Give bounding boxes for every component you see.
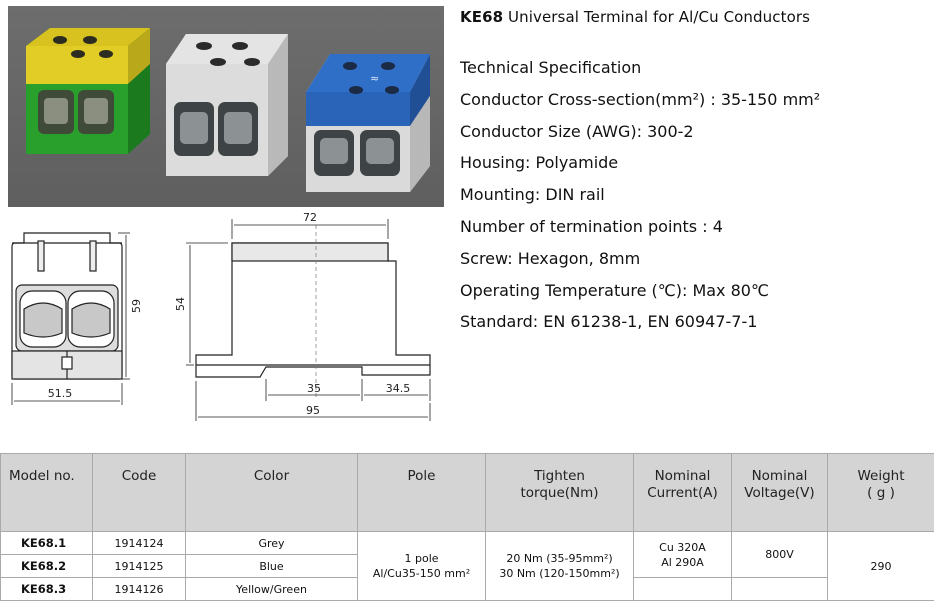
spec-line: Conductor Cross-section(mm²) : 35-150 mm… [460,84,930,116]
cell-code: 1914125 [93,555,186,578]
col-header-pole: Pole [358,454,486,532]
col-header-voltage-line1: Nominal [752,468,808,484]
blue-cap-symbol: ≈ [370,72,379,85]
side-view [196,243,430,377]
spec-line: Standard: EN 61238-1, EN 60947-7-1 [460,306,930,338]
col-header-torque-line2: torque(Nm) [520,485,598,501]
spec-line: Screw: Hexagon, 8mm [460,243,930,275]
col-header-code: Code [93,454,186,532]
cell-model: KE68.1 [1,532,93,555]
spec-line: Mounting: DIN rail [460,179,930,211]
product-model: KE68 [460,8,503,26]
col-header-current-line1: Nominal [655,468,711,484]
front-view [12,233,122,379]
dim-width-front: 51.5 [48,387,73,400]
cell-torque-line2: 30 Nm (120-150mm²) [499,567,619,580]
dim-height-front: 59 [130,299,143,313]
cell-voltage: 800V [732,532,828,578]
cell-current-line2: Al 290A [661,556,704,569]
cell-code: 1914124 [93,532,186,555]
dim-height-side: 54 [174,297,187,311]
terminal-grey [166,34,288,176]
technical-drawing: 59 51.5 72 54 35 34.5 [0,205,450,430]
dim-right: 34.5 [386,382,411,395]
product-photo-illustration: ≈ [8,6,444,207]
cell-current: Cu 320A Al 290A [634,532,732,578]
col-header-model: Model no. [1,454,93,532]
cell-voltage-empty [732,578,828,601]
cell-pole-line1: 1 pole [404,552,438,565]
product-title-text: Universal Terminal for Al/Cu Conductors [508,8,810,26]
terminal-blue: ≈ [306,54,430,192]
terminal-yellow-green [26,28,150,154]
spec-heading: Technical Specification [460,52,930,84]
spec-panel: KE68 Universal Terminal for Al/Cu Conduc… [460,8,930,338]
cell-weight: 290 [828,532,934,601]
cell-color: Yellow/Green [186,578,358,601]
cell-color: Grey [186,532,358,555]
col-header-weight-line2: ( g ) [867,485,895,501]
dim-center: 35 [307,382,321,395]
cell-current-empty [634,578,732,601]
dimension-drawing: 59 51.5 72 54 35 34.5 [0,205,450,430]
col-header-weight-line1: Weight [857,468,904,484]
spec-line: Conductor Size (AWG): 300-2 [460,116,930,148]
product-photo: ≈ [8,6,444,207]
col-header-voltage-line2: Voltage(V) [744,485,814,501]
cell-current-line1: Cu 320A [659,541,706,554]
col-header-torque-line1: Tighten [534,468,585,484]
cell-torque-line1: 20 Nm (35-95mm²) [506,552,612,565]
cell-color: Blue [186,555,358,578]
cell-model: KE68.3 [1,578,93,601]
dim-top-side: 72 [303,211,317,224]
cell-model: KE68.2 [1,555,93,578]
spec-line: Number of termination points : 4 [460,211,930,243]
spec-line: Housing: Polyamide [460,147,930,179]
col-header-color: Color [186,454,358,532]
cell-pole-line2: Al/Cu35-150 mm² [373,567,470,580]
dim-total: 95 [306,404,320,417]
cell-code: 1914126 [93,578,186,601]
spec-line: Operating Temperature (℃): Max 80℃ [460,275,930,307]
product-title: KE68 Universal Terminal for Al/Cu Conduc… [460,8,930,26]
cell-torque: 20 Nm (35-95mm²) 30 Nm (120-150mm²) [486,532,634,601]
col-header-weight: Weight( g ) [828,454,934,532]
col-header-current-line2: Current(A) [647,485,717,501]
